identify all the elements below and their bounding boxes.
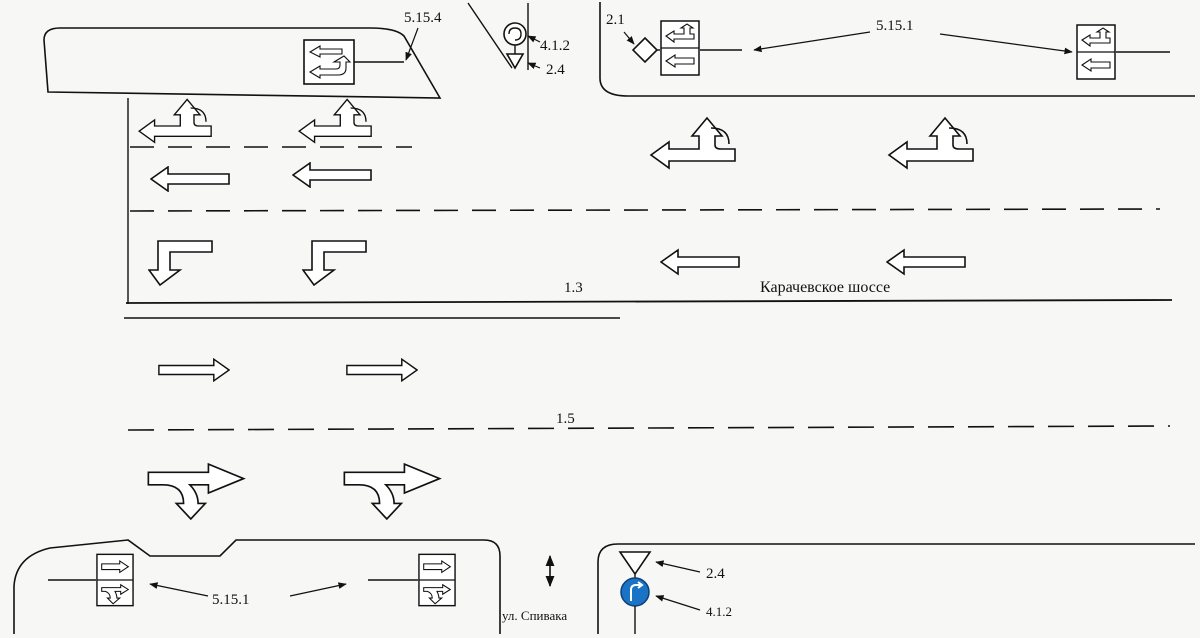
lane-divider-dashed-mid: [129, 208, 1161, 212]
street-name-main: Карачевское шоссе: [760, 279, 890, 296]
sign-label-4-1-2-bottom: 4.1.2: [706, 604, 732, 619]
arrow-right-icon: [346, 358, 418, 382]
round-blue-sign-icon: [503, 22, 527, 46]
marking-label-1-3: 1.3: [564, 280, 583, 296]
arrow-left-icon: [886, 249, 966, 275]
arrow-left-icon: [660, 249, 740, 275]
dashed-line-1-5: [127, 425, 1171, 431]
top-right-island: [599, 2, 1195, 97]
sign-label-4-1-2-top: 4.1.2: [540, 38, 570, 54]
bottom-left-island: [13, 539, 501, 634]
arrow-left-icon: [150, 166, 230, 192]
top-median-diagonal: [467, 2, 513, 69]
curbs: [13, 2, 1195, 634]
sign-group-bottom-left: 5.15.1: [48, 553, 456, 608]
street-name-side: ул. Спивака: [502, 608, 567, 623]
arrow-left-uturn-icon: [138, 98, 212, 143]
round-blue-sign-icon: [620, 577, 650, 607]
solid-line-1-3: [125, 299, 1173, 304]
street-names: Карачевское шоссе ул. Спивака: [502, 279, 890, 623]
arrow-right-down-icon: [343, 463, 441, 520]
road-markings: 1.3 1.5: [124, 146, 1173, 431]
lane-sign-icon: [1076, 24, 1116, 80]
lane-sign-icon: [96, 553, 134, 607]
lane-arrows: [138, 98, 974, 520]
sign-label-2-4-top: 2.4: [546, 62, 565, 78]
triangle-sign-icon: [505, 53, 525, 70]
sign-5-15-4: 5.15.4: [303, 10, 442, 85]
arrow-left-uturn-icon: [888, 117, 974, 169]
bottom-right-island: [597, 543, 1195, 634]
lane-sign-icon: [418, 553, 456, 607]
arrow-turn-down-icon: [148, 240, 213, 286]
sign-label-5-15-1-top: 5.15.1: [876, 18, 914, 34]
arrow-left-uturn-icon: [650, 117, 736, 169]
sign-label-2-4-bottom: 2.4: [706, 566, 725, 582]
sign-label-5-15-1-bottom: 5.15.1: [212, 592, 250, 608]
marking-label-1-5: 1.5: [556, 411, 575, 427]
diamond-sign-icon: [631, 36, 659, 64]
sign-group-bottom-right: 2.4 4.1.2: [618, 551, 732, 634]
triangle-sign-icon: [618, 551, 652, 576]
sign-group-top-right: 2.1 5.15.1: [606, 12, 1170, 80]
arrow-right-down-icon: [147, 463, 245, 520]
road-signs: 5.15.4 4.1.2 2.4 2.1 5.15.1: [48, 10, 1170, 634]
arrow-turn-down-icon: [302, 240, 367, 286]
arrow-left-icon: [292, 162, 372, 188]
sign-label-2-1: 2.1: [606, 12, 625, 28]
top-left-island: [43, 27, 442, 99]
arrow-left-uturn-icon: [298, 98, 372, 143]
sign-group-top-median: 4.1.2 2.4: [503, 22, 570, 78]
lane-sign-icon: [660, 20, 700, 76]
sign-label-5-15-4: 5.15.4: [404, 10, 442, 26]
arrow-right-icon: [158, 358, 230, 382]
